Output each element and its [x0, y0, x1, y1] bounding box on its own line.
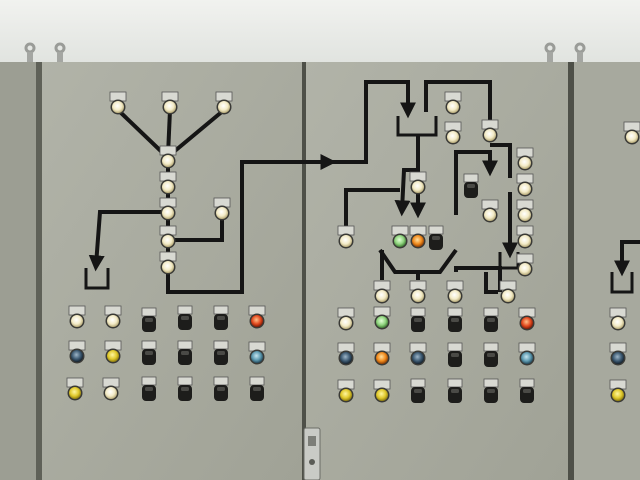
indicator-lamp — [409, 171, 427, 195]
lifting-eyes — [24, 42, 586, 62]
indicator-lamp — [248, 305, 266, 329]
indicator-lamp — [623, 121, 640, 145]
indicator-lamps — [66, 91, 640, 403]
indicator-lamp — [391, 225, 409, 249]
push-button — [177, 376, 193, 401]
indicator-lamp — [104, 305, 122, 329]
push-button — [177, 340, 193, 365]
indicator-lamp — [518, 307, 536, 331]
indicator-lamp — [516, 173, 534, 197]
indicator-lamp — [102, 377, 120, 401]
indicator-lamp — [516, 225, 534, 249]
indicator-lamp — [516, 199, 534, 223]
push-button — [141, 376, 157, 401]
indicator-lamp — [609, 307, 627, 331]
push-button — [483, 342, 499, 367]
indicator-lamp — [409, 342, 427, 366]
indicator-lamp — [159, 251, 177, 275]
indicator-lamp — [66, 377, 84, 401]
selector-buttons — [141, 173, 535, 403]
indicator-lamp — [409, 280, 427, 304]
indicator-lamp — [337, 225, 355, 249]
indicator-lamp — [446, 280, 464, 304]
push-button — [428, 225, 444, 250]
indicator-lamp — [516, 147, 534, 171]
indicator-lamp — [68, 340, 86, 364]
push-button — [410, 307, 426, 332]
indicator-lamp — [444, 121, 462, 145]
push-button — [141, 307, 157, 332]
left-cabinet-edge — [0, 62, 38, 480]
indicator-lamp — [337, 342, 355, 366]
push-button — [463, 173, 479, 198]
indicator-lamp — [248, 341, 266, 365]
indicator-lamp — [159, 145, 177, 169]
push-button — [519, 378, 535, 403]
push-button — [483, 307, 499, 332]
push-button — [213, 340, 229, 365]
indicator-lamp — [499, 280, 517, 304]
push-button — [447, 378, 463, 403]
push-button — [410, 378, 426, 403]
indicator-lamp — [609, 342, 627, 366]
push-button — [447, 342, 463, 367]
push-button — [447, 307, 463, 332]
indicator-lamp — [609, 379, 627, 403]
indicator-lamp — [373, 280, 391, 304]
indicator-lamp — [337, 379, 355, 403]
push-button — [213, 376, 229, 401]
indicator-lamp — [159, 225, 177, 249]
indicator-lamp — [373, 342, 391, 366]
indicator-lamp — [109, 91, 127, 115]
indicator-lamp — [213, 197, 231, 221]
indicator-lamp — [68, 305, 86, 329]
indicator-lamp — [481, 119, 499, 143]
cabinets — [0, 62, 640, 480]
indicator-lamp — [337, 307, 355, 331]
indicator-lamp — [516, 253, 534, 277]
push-button — [177, 305, 193, 330]
indicator-lamp — [373, 306, 391, 330]
door-handle — [303, 427, 321, 480]
push-button — [483, 378, 499, 403]
indicator-lamp — [409, 225, 427, 249]
indicator-lamp — [159, 171, 177, 195]
push-button — [249, 376, 265, 401]
indicator-lamp — [444, 91, 462, 115]
indicator-lamp — [481, 199, 499, 223]
push-button — [141, 340, 157, 365]
indicator-lamp — [518, 342, 536, 366]
push-button — [213, 305, 229, 330]
wall — [0, 0, 640, 70]
indicator-lamp — [215, 91, 233, 115]
indicator-lamp — [161, 91, 179, 115]
indicator-lamp — [104, 340, 122, 364]
indicator-lamp — [159, 197, 177, 221]
indicator-lamp — [373, 379, 391, 403]
